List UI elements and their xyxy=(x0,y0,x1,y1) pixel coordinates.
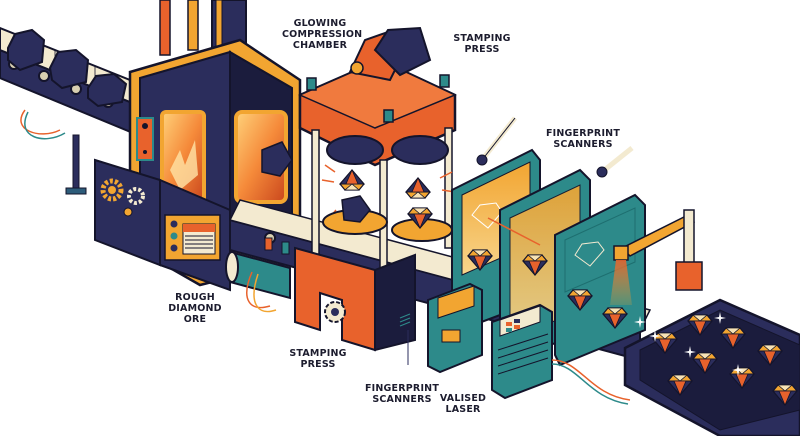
valised-laser-arm xyxy=(610,209,703,305)
label-valised-laser: VALISED LASER xyxy=(439,393,487,415)
label-fingerprint-scanners-top: FINGERPRINT SCANNERS xyxy=(545,128,621,150)
label-fingerprint-scanners-bottom: FINGERPRINT SCANNERS xyxy=(364,383,440,405)
gear-icon xyxy=(123,207,133,217)
fingerprint-scanners xyxy=(451,116,646,367)
gear-icon xyxy=(127,187,145,205)
label-stamping-press-bottom: STAMPING PRESS xyxy=(289,348,347,370)
label-stamping-press-top: STAMPING PRESS xyxy=(453,33,511,55)
chamber-control-base xyxy=(94,158,231,292)
gear-icon xyxy=(350,61,364,75)
finished-diamonds-bin xyxy=(623,298,800,436)
label-glowing-compression-chamber: GLOWING COMPRESSION CHAMBER xyxy=(282,18,363,51)
laser-consoles xyxy=(427,282,631,405)
rough-ore-rocks xyxy=(7,28,128,108)
stamping-press xyxy=(294,26,457,365)
label-rough-diamond-ore: ROUGH DIAMOND ORE xyxy=(168,292,222,325)
ore-conveyor xyxy=(0,26,151,195)
hydraulic-cylinder xyxy=(225,237,291,313)
gear-icon xyxy=(100,178,124,202)
laser-beam xyxy=(610,260,632,305)
scanner-panel-3 xyxy=(554,193,646,367)
